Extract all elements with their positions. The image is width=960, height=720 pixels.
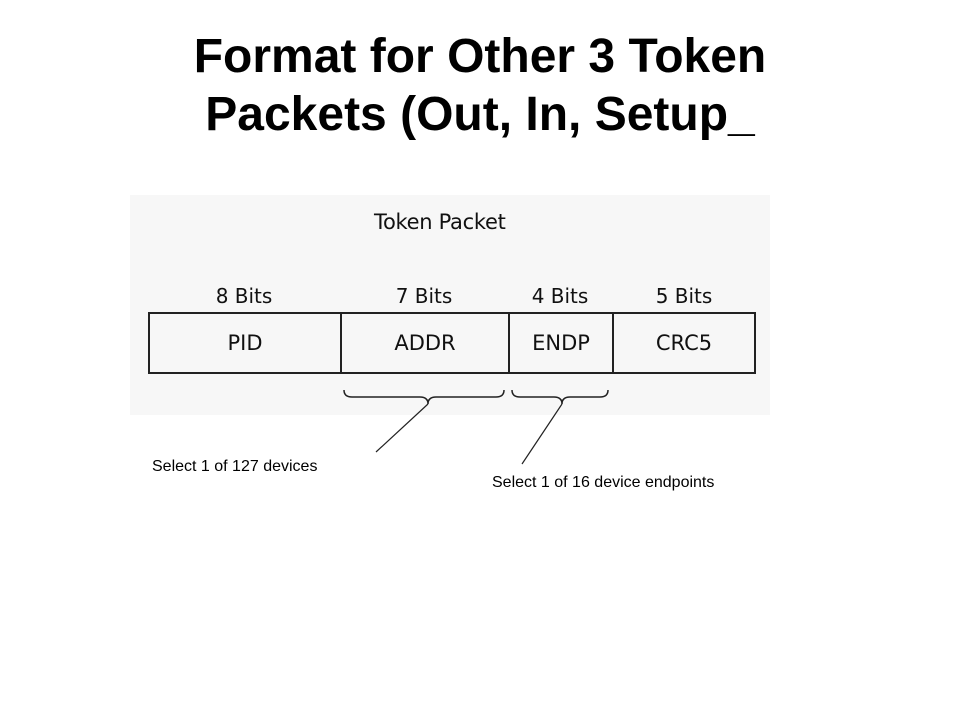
field-bits-endp: 4 Bits bbox=[531, 284, 589, 308]
addr-annotation: Select 1 of 127 devices bbox=[152, 458, 318, 475]
slide-title: Format for Other 3 Token Packets (Out, I… bbox=[0, 28, 960, 144]
field-addr: ADDR bbox=[342, 314, 510, 372]
field-bits-crc5: 5 Bits bbox=[655, 284, 713, 308]
diagram-scan-background bbox=[130, 195, 770, 415]
field-crc5: CRC5 bbox=[655, 331, 713, 355]
slide-title-line-2: Packets (Out, In, Setup_ bbox=[205, 88, 755, 141]
endp-annotation: Select 1 of 16 device endpoints bbox=[492, 474, 715, 491]
field-bits-pid: 8 Bits bbox=[215, 284, 273, 308]
field-pid: PID bbox=[150, 314, 342, 372]
field-endp: ENDP bbox=[510, 314, 614, 372]
slide-title-line-1: Format for Other 3 Token bbox=[193, 30, 767, 83]
field-bits-addr: 7 Bits bbox=[395, 284, 453, 308]
diagram-heading: Token Packet bbox=[374, 210, 506, 234]
token-packet-box: PID ADDR ENDP CRC5 bbox=[148, 312, 756, 374]
